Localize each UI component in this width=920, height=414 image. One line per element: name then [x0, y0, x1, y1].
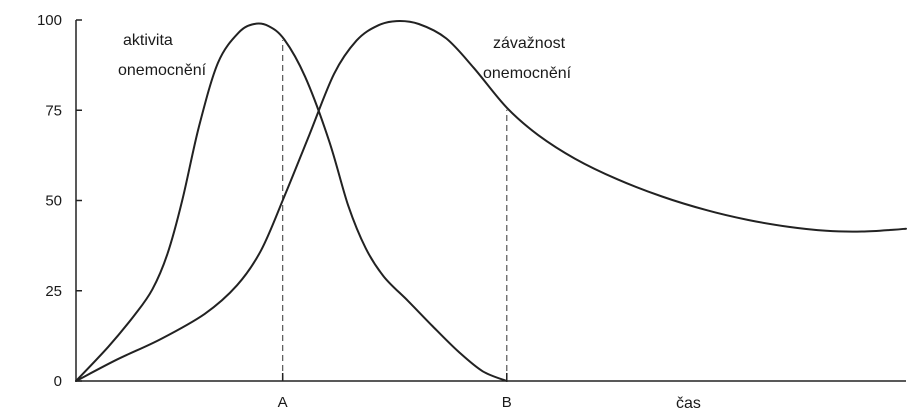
curve-label-activity-line-1: aktivita: [123, 32, 173, 49]
y-tick-label-50: 50: [45, 193, 62, 210]
curve-label-severity-line-2: onemocnění: [483, 65, 572, 82]
x-tick-label-B: B: [502, 394, 512, 411]
y-tick-label-0: 0: [54, 373, 62, 390]
y-tick-label-75: 75: [45, 102, 62, 119]
curve-severity: [75, 20, 907, 382]
curves: [75, 20, 907, 382]
y-ticks: 0 25 50 75 100: [37, 12, 82, 390]
curve-label-activity-line-2: onemocnění: [118, 62, 207, 79]
curve-label-severity-line-1: závažnost: [493, 35, 566, 52]
y-tick-label-25: 25: [45, 283, 62, 300]
x-axis-label: čas: [676, 395, 701, 412]
curve-activity: [75, 22, 508, 382]
y-tick-label-100: 100: [37, 12, 62, 29]
x-tick-label-A: A: [278, 394, 288, 411]
